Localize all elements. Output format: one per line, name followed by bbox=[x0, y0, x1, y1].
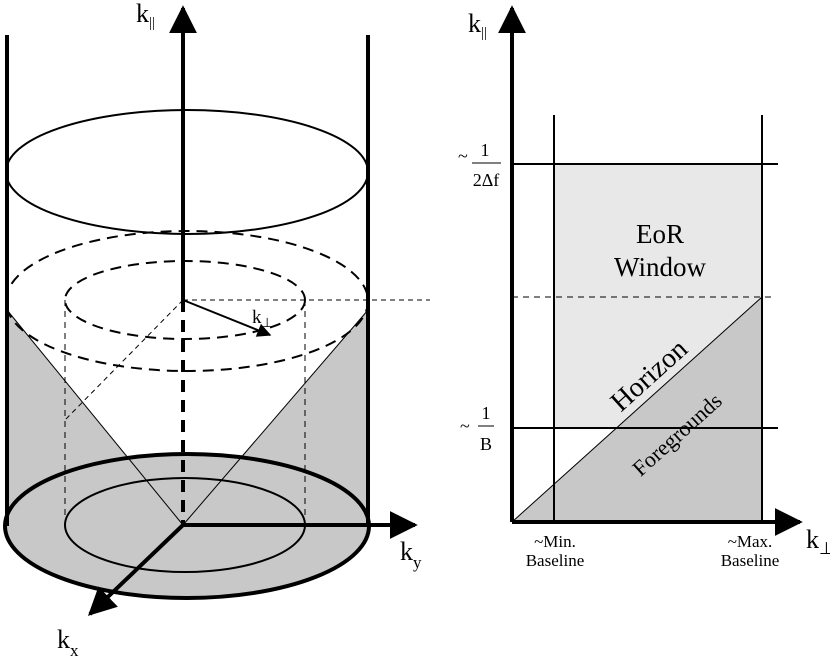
cone-edge-left bbox=[6, 309, 184, 526]
cone-edge-right bbox=[182, 309, 369, 526]
eor-label-line2: Window bbox=[614, 252, 706, 282]
top-ellipse bbox=[5, 109, 369, 235]
min-baseline-label-line2: Baseline bbox=[526, 551, 585, 570]
svg-text:1: 1 bbox=[482, 403, 491, 423]
max-baseline-label-line1: ~Max. bbox=[728, 532, 773, 551]
min-baseline-label-line1: ~Min. bbox=[534, 532, 576, 551]
left-k-perp-label: k⊥ bbox=[252, 307, 273, 330]
svg-text:1: 1 bbox=[481, 140, 490, 160]
left-cylinder-diagram: k|| k⊥ ky kx bbox=[3, 0, 430, 660]
eor-label-line1: EoR bbox=[636, 219, 684, 249]
svg-text:~: ~ bbox=[458, 146, 468, 166]
kx-axis bbox=[87, 523, 185, 616]
guide-dash-diagonal bbox=[64, 299, 184, 421]
ky-label: ky bbox=[400, 537, 422, 572]
svg-text:2Δf: 2Δf bbox=[473, 170, 500, 190]
svg-text:B: B bbox=[480, 434, 492, 454]
kx-label: kx bbox=[57, 625, 79, 660]
white-gap-region bbox=[554, 428, 612, 480]
right-k-parallel-label: k|| bbox=[468, 9, 487, 41]
tick-label-inverse-bandwidth: ~ 1 2Δf bbox=[458, 140, 501, 190]
right-kspace-diagram: k|| k⊥ ~ 1 2Δf ~ 1 B EoR Window Horizon … bbox=[458, 5, 830, 570]
dashed-outer-ellipse bbox=[5, 230, 369, 372]
svg-text:~: ~ bbox=[460, 416, 470, 436]
k-perp-arrow bbox=[182, 299, 272, 337]
max-baseline-label-line2: Baseline bbox=[721, 551, 780, 570]
left-k-parallel-label: k|| bbox=[136, 0, 155, 31]
right-k-perp-label: k⊥ bbox=[806, 525, 830, 558]
tick-label-inverse-B: ~ 1 B bbox=[460, 403, 494, 454]
